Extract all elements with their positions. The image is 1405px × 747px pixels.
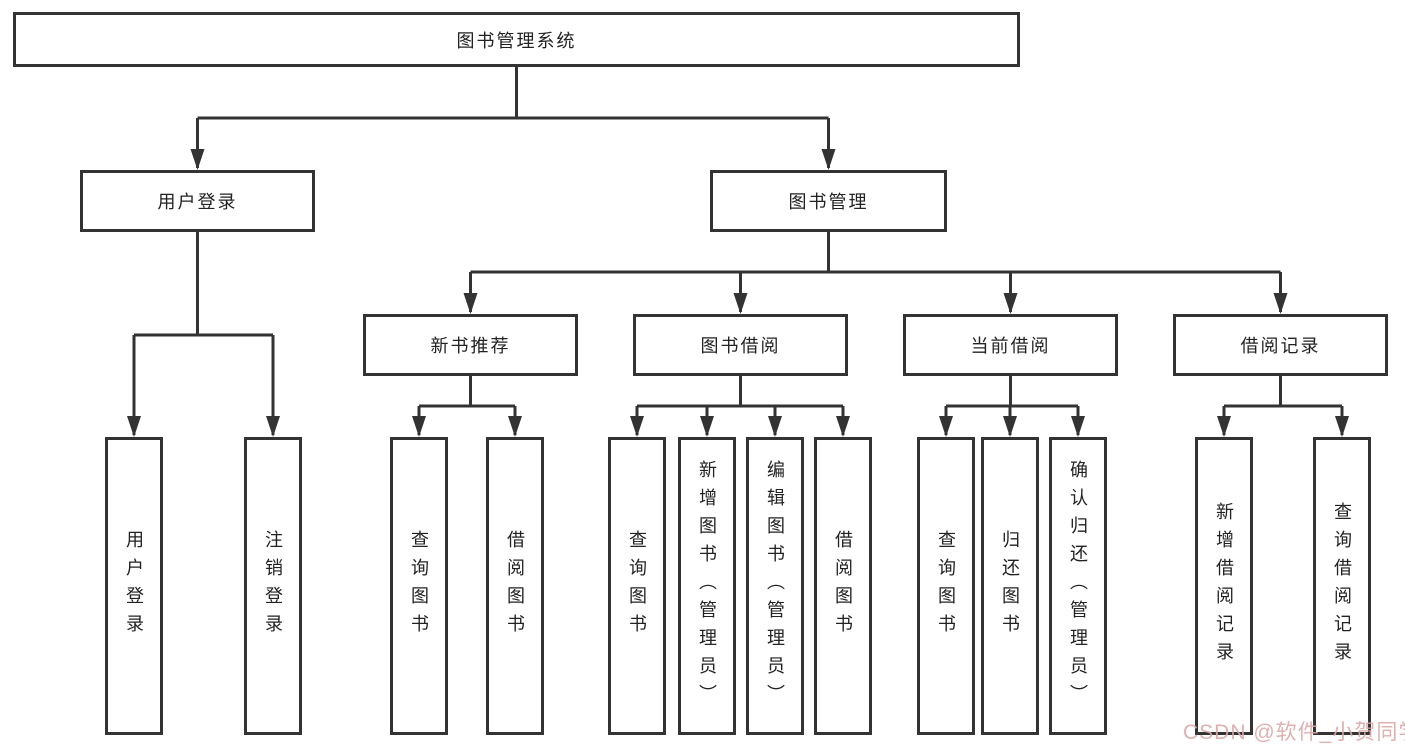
leaf-add-borrow-record-label: 新增借阅记录: [1214, 502, 1234, 670]
node-borrow-records-label: 借阅记录: [1240, 336, 1321, 356]
leaf-query-borrow-record: 查询借阅记录: [1313, 437, 1371, 735]
node-current-borrow-label: 当前借阅: [970, 336, 1051, 356]
node-book-management-label: 图书管理: [788, 192, 869, 212]
leaf-add-borrow-record: 新增借阅记录: [1195, 437, 1253, 735]
leaf-user-login-label: 用户登录: [124, 530, 144, 642]
leaf-user-login: 用户登录: [105, 437, 163, 735]
leaf-query-books-current: 查询图书: [917, 437, 975, 735]
leaf-query-books-borrow: 查询图书: [608, 437, 666, 735]
leaf-edit-book-admin: 编辑图书（管理员）: [746, 437, 804, 735]
leaf-query-books-recommend-label: 查询图书: [409, 530, 429, 642]
leaf-borrow-books-recommend-label: 借阅图书: [505, 530, 525, 642]
node-new-book-recommend: 新书推荐: [363, 314, 578, 376]
leaf-borrow-books-label: 借阅图书: [833, 530, 853, 642]
leaf-logout-label: 注销登录: [263, 530, 283, 642]
watermark: CSDN @软件_小贺同学: [1183, 721, 1405, 744]
leaf-add-book-admin-label: 新增图书（管理员）: [697, 460, 717, 712]
node-new-book-recommend-label: 新书推荐: [430, 336, 511, 356]
leaf-query-books-current-label: 查询图书: [936, 530, 956, 642]
node-book-management: 图书管理: [710, 170, 947, 232]
node-root-label: 图书管理系统: [456, 30, 577, 51]
leaf-add-book-admin: 新增图书（管理员）: [678, 437, 736, 735]
arrowheads: [127, 149, 1349, 437]
leaf-edit-book-admin-label: 编辑图书（管理员）: [765, 460, 785, 712]
leaf-logout: 注销登录: [244, 437, 302, 735]
leaf-query-books-recommend: 查询图书: [390, 437, 448, 735]
connector-strokes: [132, 67, 1344, 435]
leaf-borrow-books-recommend: 借阅图书: [486, 437, 544, 735]
node-borrow-records: 借阅记录: [1173, 314, 1388, 376]
leaf-return-book-label: 归还图书: [1000, 530, 1020, 642]
node-book-borrow: 图书借阅: [633, 314, 848, 376]
leaf-borrow-books: 借阅图书: [814, 437, 872, 735]
leaf-confirm-return-admin: 确认归还（管理员）: [1049, 437, 1107, 735]
leaf-confirm-return-admin-label: 确认归还（管理员）: [1068, 460, 1088, 712]
leaf-return-book: 归还图书: [981, 437, 1039, 735]
node-current-borrow: 当前借阅: [903, 314, 1118, 376]
node-root: 图书管理系统: [13, 12, 1020, 67]
node-book-borrow-label: 图书借阅: [700, 336, 781, 356]
leaf-query-books-borrow-label: 查询图书: [627, 530, 647, 642]
node-user-login-label: 用户登录: [157, 192, 238, 212]
leaf-query-borrow-record-label: 查询借阅记录: [1332, 502, 1352, 670]
node-user-login: 用户登录: [80, 170, 315, 232]
